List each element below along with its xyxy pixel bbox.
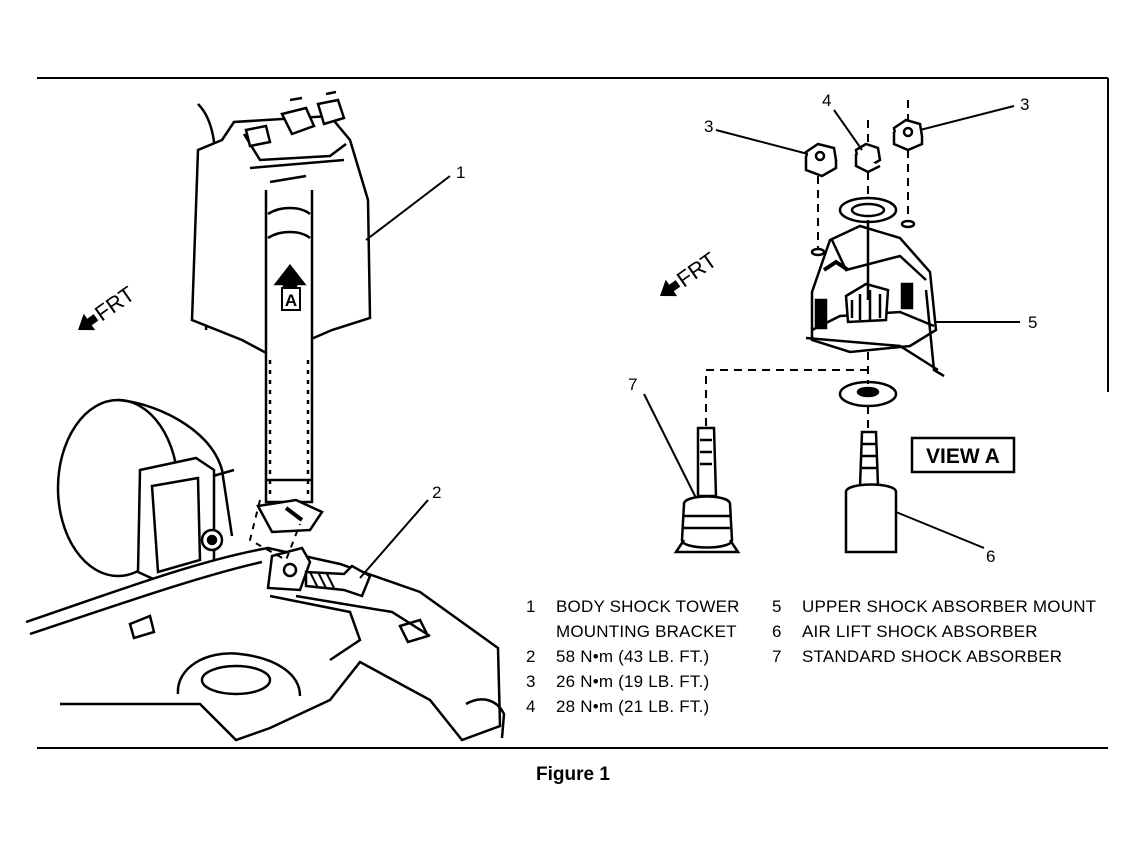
frt-arrow-right: FRT (660, 247, 721, 297)
view-a-marker-box (281, 287, 301, 311)
callout-3-left: 3 (704, 117, 713, 136)
callout-7: 7 (628, 375, 637, 394)
air-lift-shock-stem (858, 430, 880, 488)
shock-body (264, 190, 314, 504)
air-lift-shock-body (844, 483, 898, 554)
frt-label-left: FRT (90, 281, 139, 326)
callout-2: 2 (432, 483, 441, 502)
callout-6: 6 (986, 547, 995, 566)
view-a-marker-label: A (285, 291, 297, 310)
callout-4: 4 (822, 91, 831, 110)
frt-arrow-left: FRT (78, 281, 139, 331)
callout-1: 1 (456, 163, 465, 182)
axle-frame (25, 546, 502, 742)
upper-mount-cap (838, 196, 898, 224)
legend-item: MOUNTING BRACKET (556, 622, 737, 641)
callout-5: 5 (1028, 313, 1037, 332)
view-a-box (910, 436, 1016, 474)
frt-label-right: FRT (672, 247, 721, 292)
callout-3-right: 3 (1020, 95, 1029, 114)
standard-shock (696, 426, 718, 498)
view-a-label: VIEW A (926, 445, 1000, 468)
figure-caption: Figure 1 (536, 764, 610, 785)
left-illustration (25, 90, 506, 742)
right-illustration (643, 100, 1020, 554)
